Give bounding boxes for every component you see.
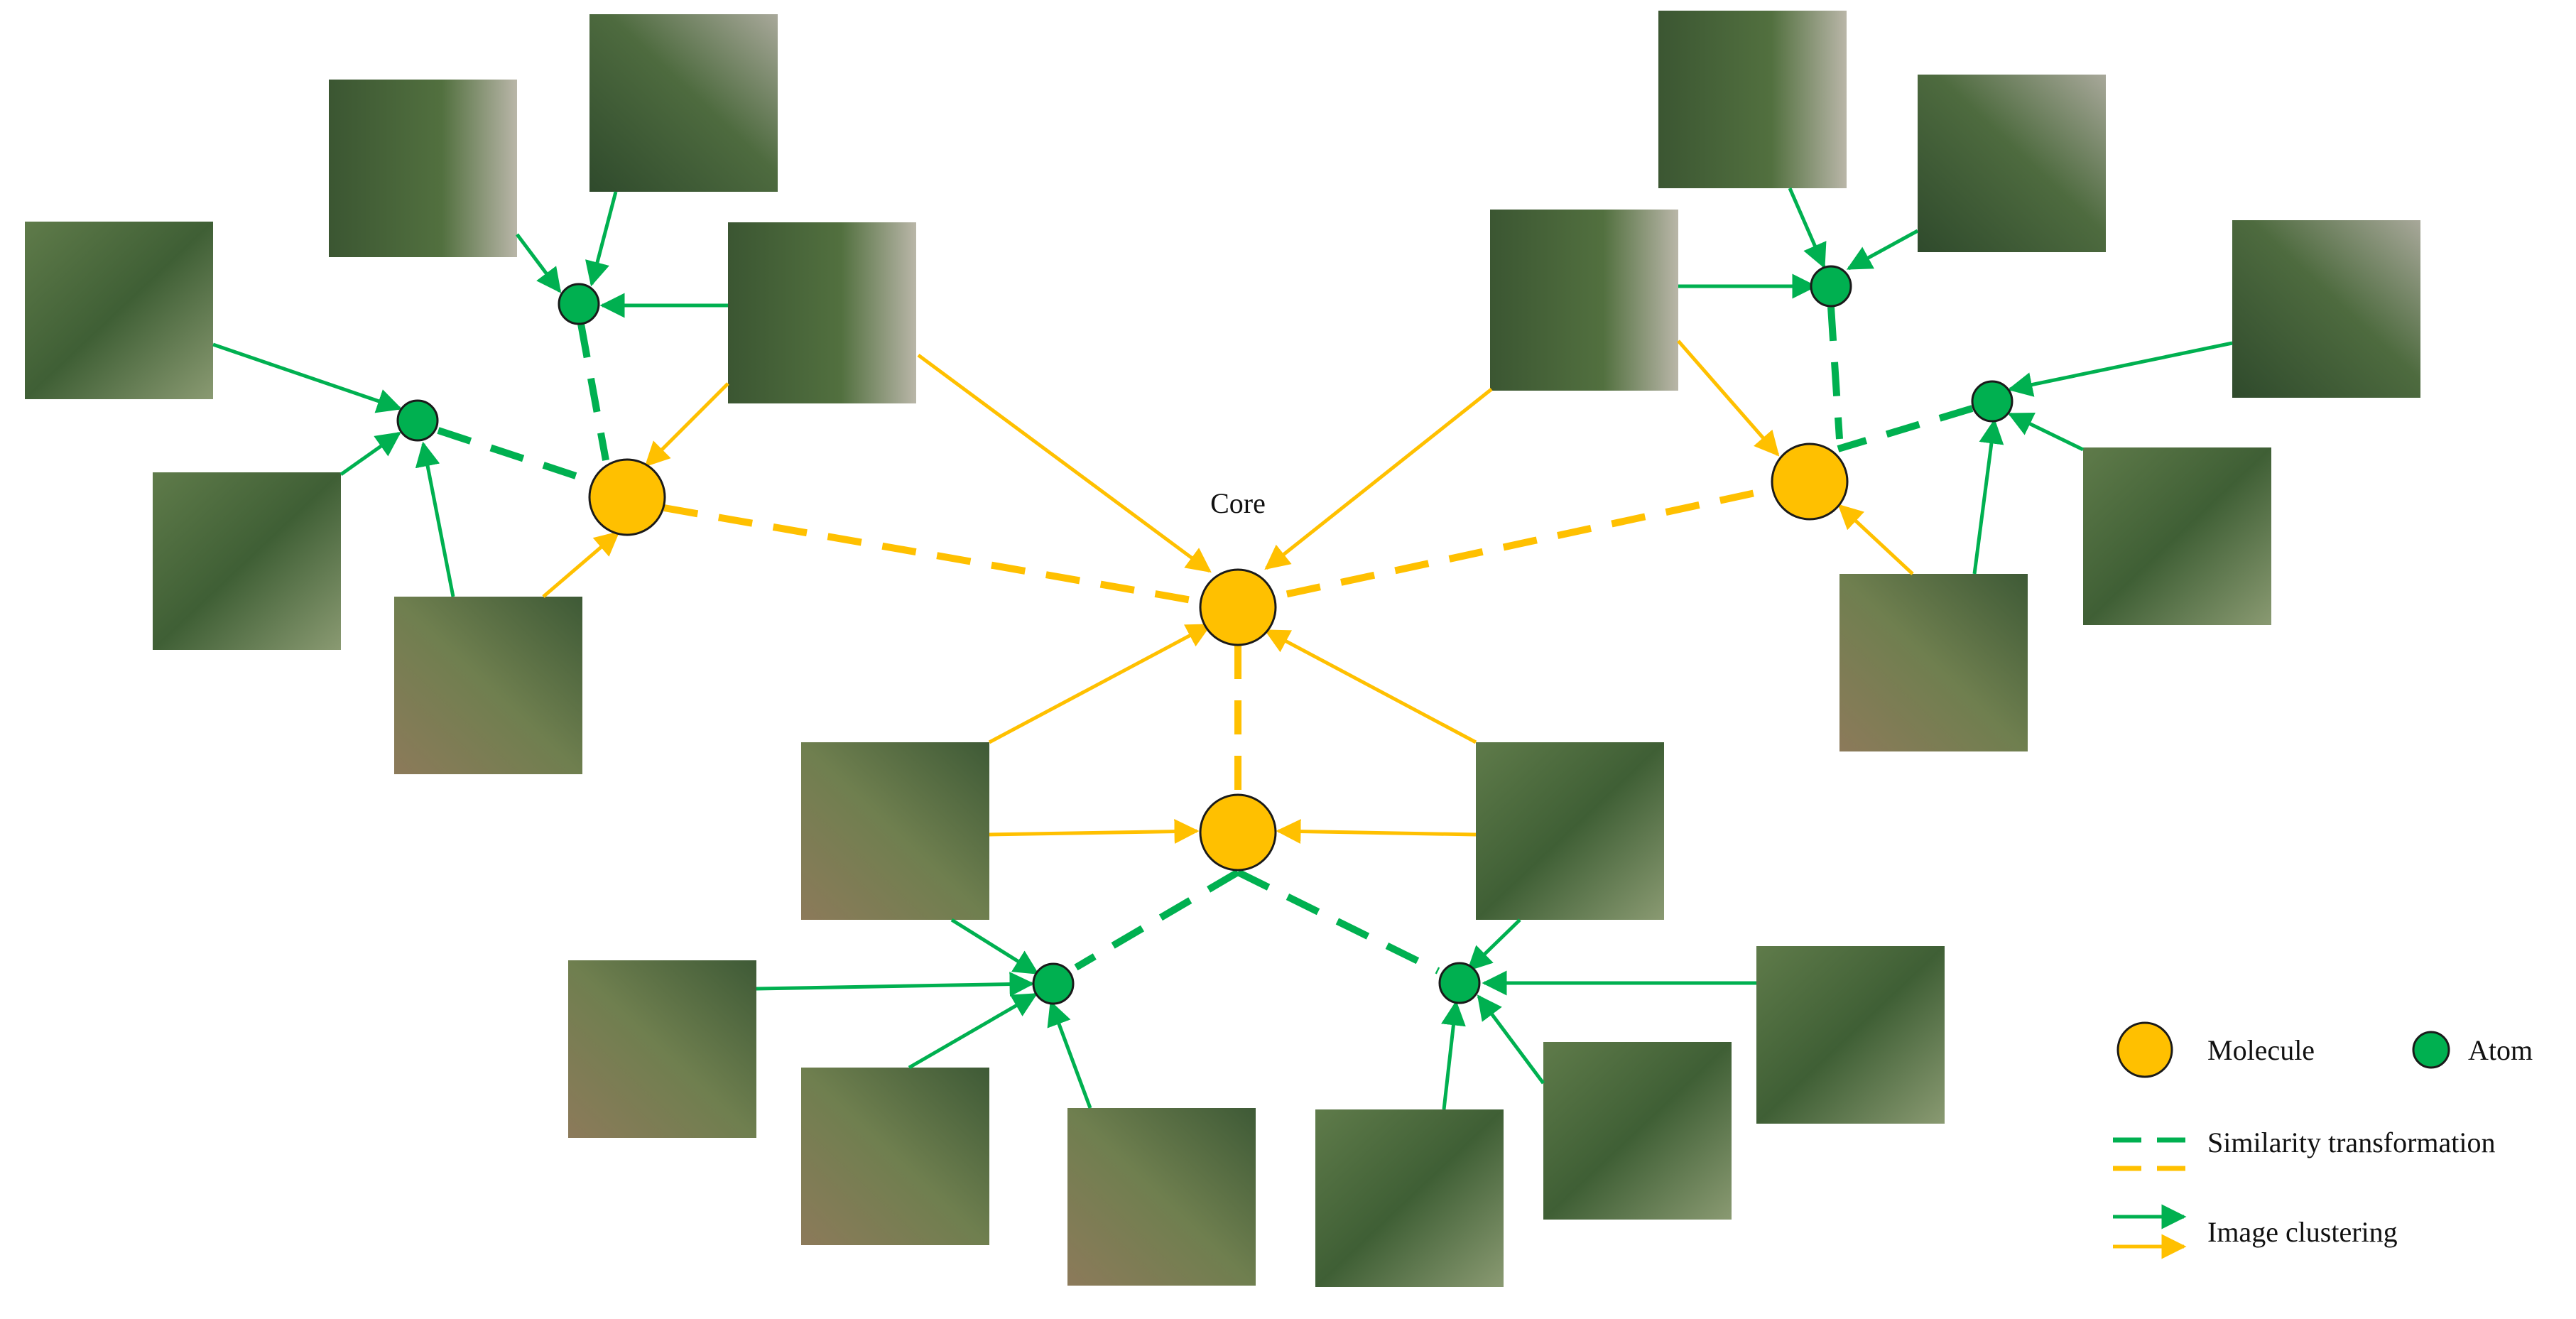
similarity-link [1074, 869, 1240, 971]
aerial-image-tile [1918, 75, 2106, 252]
atom-node [1438, 962, 1481, 1004]
aerial-image-tile [25, 222, 213, 399]
legend-molecule-label: Molecule [2207, 1034, 2315, 1066]
legend-atom-label: Atom [2468, 1034, 2533, 1066]
atom-node [558, 283, 600, 325]
clustering-arrow [2007, 412, 2085, 452]
aerial-image-tile [1476, 742, 1664, 920]
clustering-arrow [989, 819, 1200, 845]
clustering-arrow [1441, 1000, 1466, 1110]
clustering-arrow [988, 623, 1212, 744]
clustering-arrow [908, 992, 1038, 1070]
core-molecule-node [1199, 568, 1277, 646]
molecule-nodes [588, 443, 1849, 872]
clustering-arrow [1788, 188, 1827, 269]
similarity-link [1273, 478, 1809, 600]
clustering-arrow [415, 441, 455, 597]
aerial-image-tile [1839, 574, 2028, 751]
clustering-arrow [1263, 629, 1477, 744]
clustering-arrow [917, 353, 1212, 573]
aerial-image-tile [1315, 1109, 1504, 1287]
molecule-node [588, 458, 666, 536]
atom-node [396, 399, 439, 442]
clustering-arrow [1972, 418, 2004, 575]
aerial-image-tile [801, 1068, 989, 1245]
aerial-image-tile [728, 222, 916, 403]
core-label: Core [1210, 487, 1266, 519]
clustering-arrow [1047, 1000, 1092, 1109]
clustering-arrow [1837, 504, 1914, 575]
aerial-image-tile [1543, 1042, 1732, 1220]
legend: Molecule Atom Similarity transformation … [2113, 1021, 2533, 1259]
similarity-link [1827, 306, 1843, 440]
similarity-link [1236, 869, 1440, 975]
clustering-arrow [585, 191, 618, 287]
similarity-link [663, 504, 1205, 606]
aerial-image-tile [2083, 447, 2271, 625]
clustering-arrow [1467, 918, 1521, 972]
clustering-arrow [1276, 819, 1477, 845]
legend-clustering-label: Image clustering [2207, 1216, 2398, 1248]
clustering-arrow [212, 342, 403, 413]
aerial-image-tile [1658, 11, 1847, 188]
image-clustering-arrows [212, 188, 2233, 1110]
legend-similarity-label: Similarity transformation [2207, 1127, 2496, 1158]
aerial-image-tile [1067, 1108, 1256, 1286]
clustering-arrow [1677, 340, 1780, 457]
clustering-arrow [1477, 994, 1545, 1085]
clustering-arrow [1846, 229, 1919, 271]
aerial-image-tile [329, 80, 517, 257]
similarity-link [577, 323, 609, 461]
aerial-image-tiles [25, 11, 2420, 1287]
aerial-image-tile [2232, 220, 2420, 398]
clustering-arrow [950, 918, 1039, 975]
clustering-arrow [756, 972, 1035, 997]
aerial-image-tile [568, 960, 756, 1138]
clustering-arrow [2007, 341, 2233, 397]
atom-node [1032, 962, 1075, 1005]
aerial-image-tile [153, 472, 341, 650]
legend-molecule-swatch [2116, 1021, 2173, 1078]
molecule-node [1771, 443, 1849, 521]
legend-atom-swatch [2412, 1031, 2450, 1069]
aerial-image-tile [801, 742, 989, 920]
clustering-arrow [339, 431, 401, 477]
atom-nodes [396, 265, 2013, 1005]
aerial-image-tile [1490, 210, 1678, 391]
aerial-image-tile [1756, 946, 1945, 1124]
clustering-arrow [542, 531, 620, 598]
clustering-arrow [516, 233, 562, 293]
atom-node [1810, 265, 1852, 308]
aerial-image-tile [394, 597, 582, 774]
atom-node [1971, 380, 2013, 423]
clustering-arrow [644, 382, 729, 467]
aerial-image-tile [589, 14, 778, 192]
clustering-arrow [1264, 388, 1493, 570]
molecule-node [1199, 793, 1277, 872]
similarity-transformation-lines [437, 306, 1974, 975]
similarity-link [1837, 405, 1974, 452]
similarity-link [437, 427, 594, 485]
